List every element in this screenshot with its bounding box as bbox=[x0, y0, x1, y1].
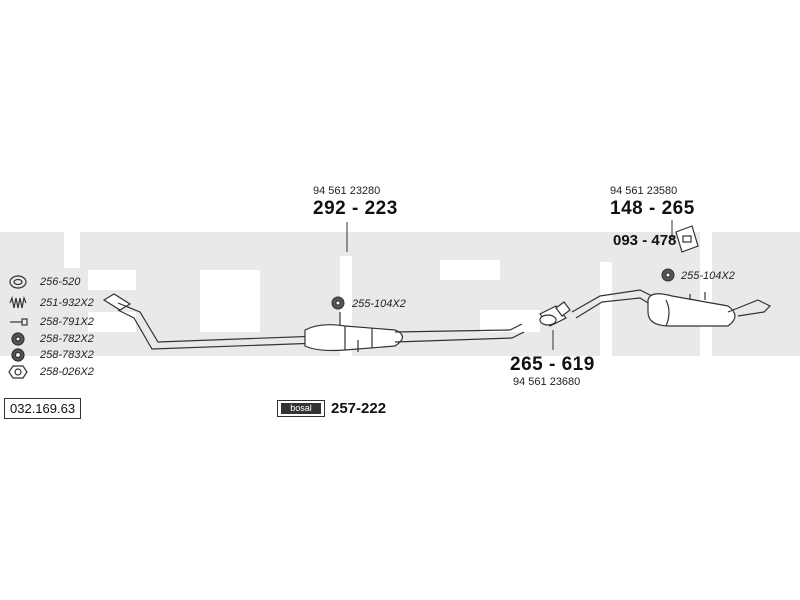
gasket-ring-icon bbox=[9, 275, 27, 289]
legend-gasket-ring: 256-520 bbox=[40, 276, 81, 288]
clamp-ref-rear: 255-104X2 bbox=[681, 270, 735, 282]
oem-rear-silencer: 94 561 23580 bbox=[610, 185, 678, 197]
rear-silencer bbox=[571, 289, 772, 327]
front-pipe-assembly bbox=[102, 293, 525, 352]
part-number-bracket: 093 - 478 bbox=[613, 232, 677, 249]
bolt-icon bbox=[10, 318, 28, 326]
oem-front-pipe: 94 561 23280 bbox=[313, 185, 381, 197]
spring-icon bbox=[9, 295, 27, 309]
bracket-part bbox=[675, 225, 699, 253]
part-number-front-pipe: 292 - 223 bbox=[313, 198, 398, 219]
legend-icons bbox=[8, 275, 28, 379]
legend-bolt: 258-791X2 bbox=[40, 316, 94, 328]
legend-rubber-ring: 258-783X2 bbox=[40, 349, 94, 361]
rubber-mount-icon bbox=[11, 332, 25, 346]
legend-rubber-mount: 258-782X2 bbox=[40, 333, 94, 345]
mounting-kit-logo-text: bosal bbox=[281, 403, 321, 414]
part-number-rear-silencer: 148 - 265 bbox=[610, 198, 695, 219]
clamp-ref-middle: 255-104X2 bbox=[352, 298, 406, 310]
part-number-mounting-kit: 257-222 bbox=[331, 400, 387, 417]
part-number-connector: 265 - 619 bbox=[510, 354, 595, 375]
catalog-number: 032.169.63 bbox=[4, 398, 82, 419]
oem-connector: 94 561 23680 bbox=[513, 376, 581, 388]
nut-icon bbox=[8, 365, 28, 379]
connector-part bbox=[539, 301, 571, 327]
mounting-kit-logo: bosal bbox=[277, 400, 325, 417]
legend-spring: 251-932X2 bbox=[40, 297, 94, 309]
clamp-icon-middle bbox=[331, 296, 345, 310]
legend-nut: 258-026X2 bbox=[40, 366, 94, 378]
rubber-ring-icon bbox=[11, 348, 25, 362]
clamp-icon-rear bbox=[661, 268, 675, 282]
